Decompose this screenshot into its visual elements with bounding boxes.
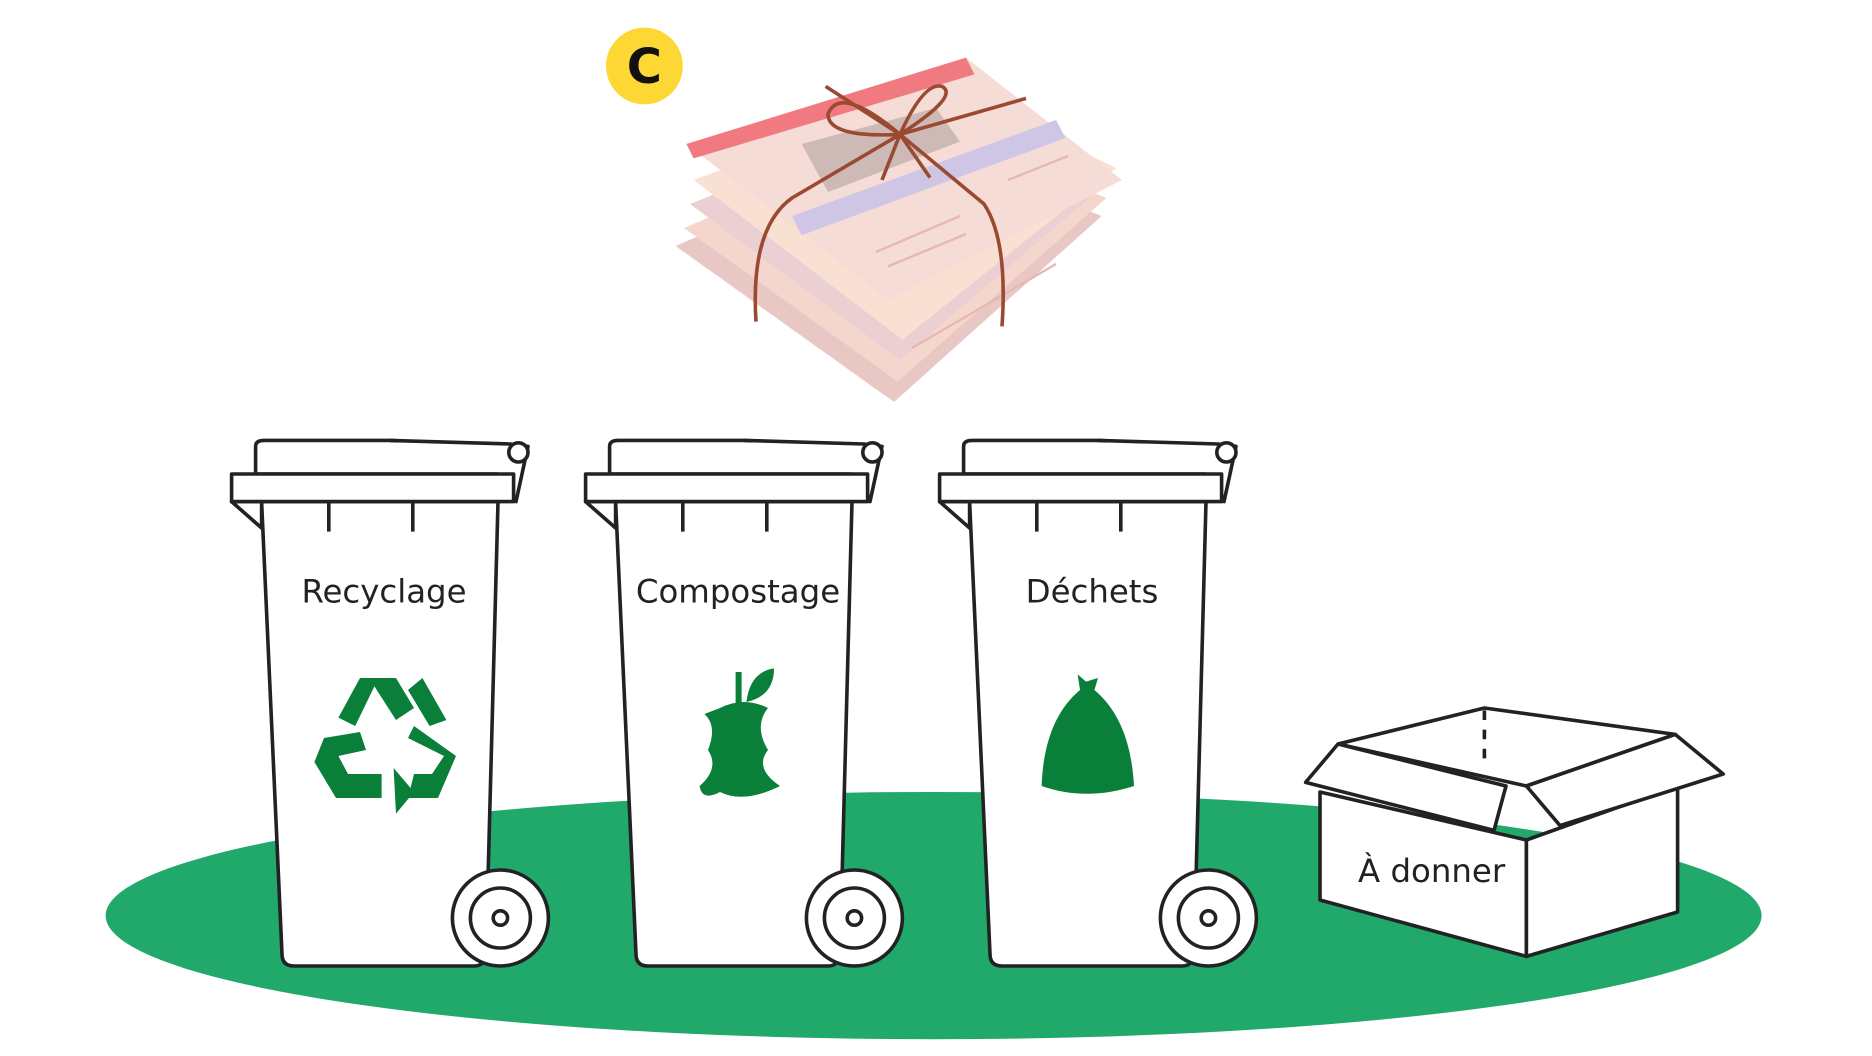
donation-box[interactable]: À donner	[1303, 706, 1725, 959]
apple-core-icon	[699, 668, 780, 797]
bin-label: Recyclage	[301, 572, 466, 610]
option-badge: C	[606, 27, 683, 105]
trash-bag-icon	[1041, 674, 1134, 794]
bin-compostage[interactable]: Compostage	[583, 438, 905, 968]
recycle-icon	[314, 678, 456, 814]
bin-dechets[interactable]: Déchets	[937, 438, 1259, 968]
newspaper-bundle[interactable]	[675, 57, 1122, 402]
bin-label: Compostage	[636, 572, 840, 610]
bin-label: Déchets	[1026, 572, 1159, 610]
bin-recyclage[interactable]: Recyclage	[229, 438, 551, 968]
box-label: À donner	[1358, 852, 1506, 890]
svg-text:C: C	[627, 39, 662, 95]
